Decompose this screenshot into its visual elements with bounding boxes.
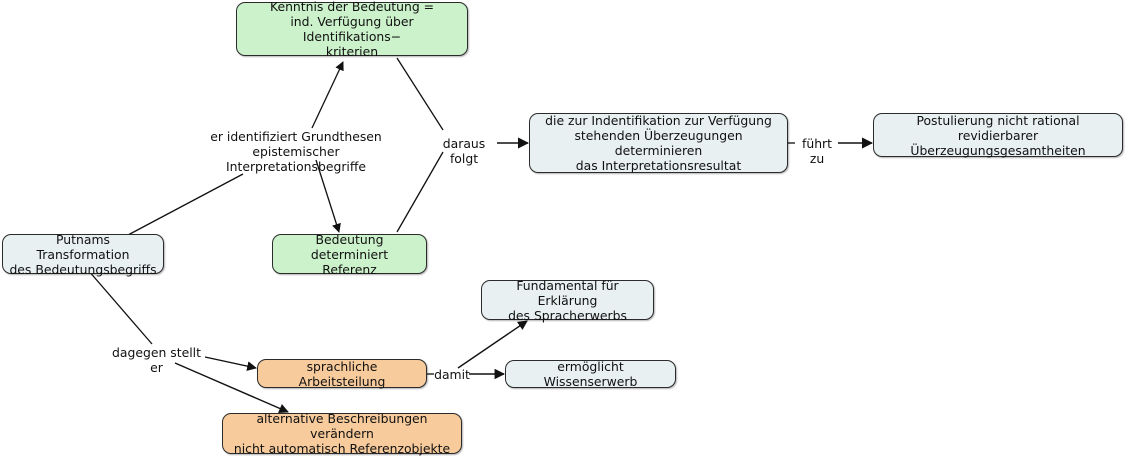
edge-daraus-folgt-tail: [396, 151, 444, 233]
link-label-fuehrt-zu: führt zu: [801, 136, 833, 166]
node-kenntnis-der-bedeutung[interactable]: Kenntnis der Bedeutung = ind. Verfügung …: [236, 0, 468, 59]
link-label-damit: damit: [434, 367, 470, 382]
node-putnams-transformation[interactable]: Putnams Transformation des Bedeutungsbeg…: [2, 232, 164, 277]
node-sprachliche-arbeitsteilung[interactable]: sprachliche Arbeitsteilung: [257, 359, 427, 389]
edge-kenntnis-to-daraus-folgt: [396, 57, 444, 131]
node-ermoeglicht-wissenserwerb[interactable]: ermöglicht Wissenserwerb: [505, 359, 676, 389]
edge-dagegen-to-arbeitsteilung: [204, 356, 257, 371]
edge-putnams-to-dagegen: [87, 269, 153, 345]
edge-damit-to-fundamental: [457, 320, 528, 369]
edge-identifiziert-to-kenntnis: [311, 61, 344, 129]
node-bedeutung-determiniert-referenz[interactable]: Bedeutung determiniert Referenz: [272, 232, 427, 277]
link-label-dagegen-stellt-er: dagegen stellt er: [112, 345, 201, 375]
link-label-er-identifiziert-grundthesen: er identifiziert Grundthesen epistemisch…: [210, 129, 382, 174]
node-ueberzeugungen-determinieren[interactable]: die zur Indentifikation zur Verfügung st…: [529, 113, 788, 173]
edge-identifiziert-to-determiniert: [315, 159, 341, 233]
edge-dagegen-to-alternative: [174, 362, 289, 413]
edge-putnams-to-identifiziert: [127, 173, 244, 236]
node-postulierung[interactable]: Postulierung nicht rational revidierbare…: [873, 113, 1123, 158]
link-label-daraus-folgt: daraus folgt: [442, 136, 486, 166]
node-alternative-beschreibungen[interactable]: alternative Beschreibungen verändern nic…: [222, 411, 462, 456]
node-fundamental-spracherwerb[interactable]: Fundamental für Erklärung des Spracherwe…: [481, 278, 654, 323]
